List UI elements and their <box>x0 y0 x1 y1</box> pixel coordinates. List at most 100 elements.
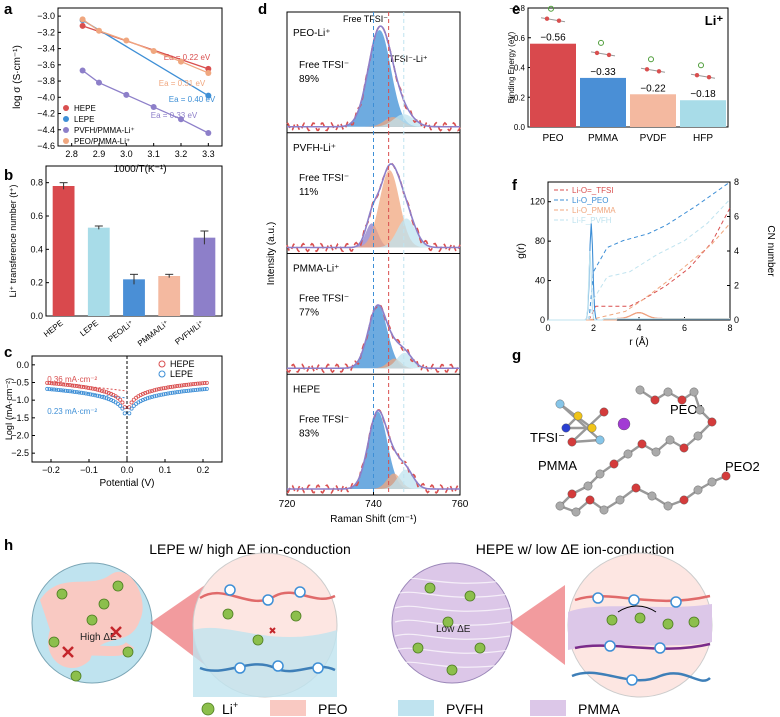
category-label-e: PVDF <box>640 133 667 144</box>
data-point-c <box>147 389 152 394</box>
data-point-c <box>127 411 132 416</box>
y-axis-label-e: Binding Energy (eV) <box>507 31 516 103</box>
data-label-e: −0.22 <box>640 83 666 94</box>
data-point-c <box>200 381 205 386</box>
data-point-c <box>159 392 164 397</box>
data-point-c <box>172 390 177 395</box>
data-point-c <box>115 395 120 400</box>
molecule-atom-g <box>599 407 609 417</box>
data-point-c <box>177 383 182 388</box>
ea-annotation-a: Ea = 0.33 eV <box>151 111 198 120</box>
data-point-c <box>86 391 91 396</box>
coord-site-h <box>224 584 236 596</box>
data-point-c <box>58 382 63 387</box>
y-tick-label-c: −0.5 <box>11 378 29 388</box>
pmma-network-h <box>394 591 511 598</box>
data-point-c <box>65 382 70 387</box>
data-point-c <box>79 384 84 389</box>
coord-site-right-h <box>604 640 616 652</box>
data-point-c <box>172 384 177 389</box>
li-ion-sphere-h <box>112 580 124 592</box>
raw-spectrum-d <box>286 162 461 253</box>
data-point-c <box>184 382 189 387</box>
data-point-c <box>70 383 75 388</box>
data-point-c <box>191 382 196 387</box>
x-tick-label-a: 3.1 <box>147 149 160 159</box>
data-point-c <box>118 403 123 408</box>
data-point-c <box>163 391 168 396</box>
category-label-b: HEPE <box>42 318 65 339</box>
molecule-atom-e <box>556 18 562 23</box>
li-ion-sphere-h <box>48 636 60 648</box>
pmma-network-h <box>394 633 511 640</box>
data-point-c <box>170 390 175 395</box>
legend-label-f: Li-O=_TFSI <box>572 186 614 195</box>
data-point-c <box>61 382 66 387</box>
data-point-a <box>205 130 212 137</box>
x-tick-label-d: 740 <box>365 499 382 510</box>
molecule-atom-g <box>623 449 633 459</box>
molecule-atom-g <box>595 469 605 479</box>
y-tick-label-c: 0.0 <box>16 360 29 370</box>
pmma-network-h <box>394 647 511 654</box>
tafel-fit-c <box>50 381 128 392</box>
molecule-atom-g <box>721 471 731 481</box>
x-axis-label-c: Potential (V) <box>99 478 154 489</box>
data-point-c <box>93 393 98 398</box>
li-ion-sphere-h <box>424 582 436 594</box>
molecule-atom-g <box>595 435 605 445</box>
molecule-atom-e <box>694 73 700 78</box>
y-tick-label-a: −4.0 <box>37 92 55 102</box>
data-point-c <box>150 394 155 399</box>
data-label-e: −0.56 <box>540 33 566 44</box>
molecule-bond-g <box>571 438 601 444</box>
ea-annotation-a: Ea = 0.22 eV <box>164 53 211 62</box>
pmma-zone-h <box>568 604 712 650</box>
series-line-a <box>82 18 209 74</box>
y-tick-label-e: 0.0 <box>514 123 526 132</box>
li-ion-swatch <box>201 702 215 716</box>
data-point-c <box>202 387 207 392</box>
data-point-c <box>131 397 136 402</box>
molecule-atom-g <box>573 411 583 421</box>
molecule-atom-g <box>679 443 689 453</box>
molecule-atom-g <box>651 447 661 457</box>
y2-tick-label-f: 4 <box>734 246 739 256</box>
molecule-bond-e <box>540 17 566 23</box>
x-axis-label-a: 1000/T(K⁻¹) <box>113 164 166 175</box>
data-point-c <box>49 387 54 392</box>
data-point-c <box>72 383 77 388</box>
x-tick-label-a: 3.2 <box>175 149 188 159</box>
data-point-c <box>159 386 164 391</box>
data-point-c <box>179 389 184 394</box>
molecule-label-peo2: PEO2 <box>725 459 760 474</box>
data-point-a <box>96 79 102 86</box>
x-tick-label-a: 2.9 <box>93 149 106 159</box>
data-point-a <box>178 116 184 123</box>
legend-marker-c <box>158 360 166 368</box>
y-tick-label-e: −0.6 <box>509 34 525 43</box>
data-point-c <box>145 390 150 395</box>
legend-label-a: LEPE <box>74 115 94 124</box>
li-ion-atom-e <box>698 62 704 69</box>
legend-label-f: Li-O_PEO <box>572 196 608 205</box>
x-tick-label-c: 0.2 <box>197 465 210 475</box>
data-point-c <box>161 392 166 397</box>
data-point-c <box>56 381 61 386</box>
peo-swatch <box>270 700 306 716</box>
data-point-c <box>70 389 75 394</box>
li-ion-sphere-h <box>606 614 618 626</box>
free-tfsi-label-d: Free TFSI⁻ <box>299 414 349 425</box>
schematic-left-title: LEPE w/ high ΔE ion-conduction <box>149 541 351 557</box>
li-ion-sphere-h <box>56 588 68 600</box>
molecule-atom-g <box>571 507 581 517</box>
panel-label-a: a <box>4 1 13 18</box>
bar-b <box>123 279 145 316</box>
fit-envelope-d <box>287 304 460 370</box>
data-point-c <box>81 391 86 396</box>
data-point-c <box>147 395 152 400</box>
data-point-c <box>143 397 148 402</box>
molecule-atom-g <box>617 417 631 431</box>
x-tick-label-c: −0.2 <box>42 465 60 475</box>
